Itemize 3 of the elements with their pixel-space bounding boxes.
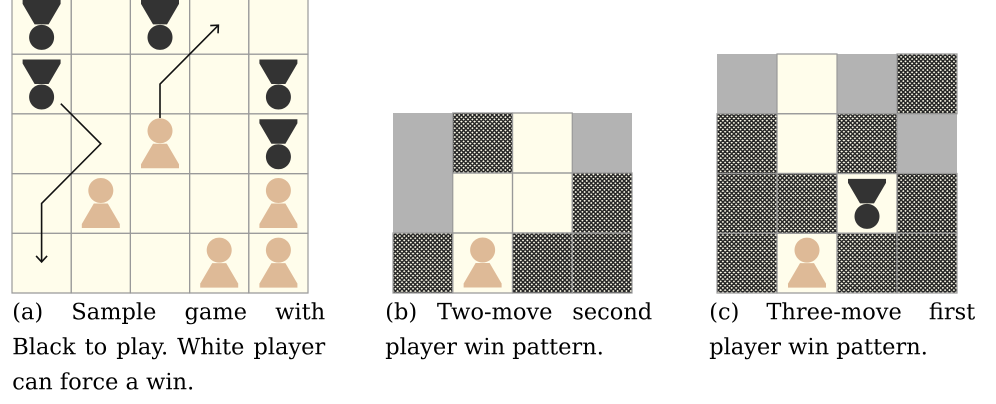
caption: (c) Three-move first player win pattern.: [710, 302, 976, 360]
caption: (a) Sample game with Black to play. White player can force a win.: [13, 302, 326, 390]
caption: (b) Two-move second player win pattern.: [386, 302, 652, 360]
